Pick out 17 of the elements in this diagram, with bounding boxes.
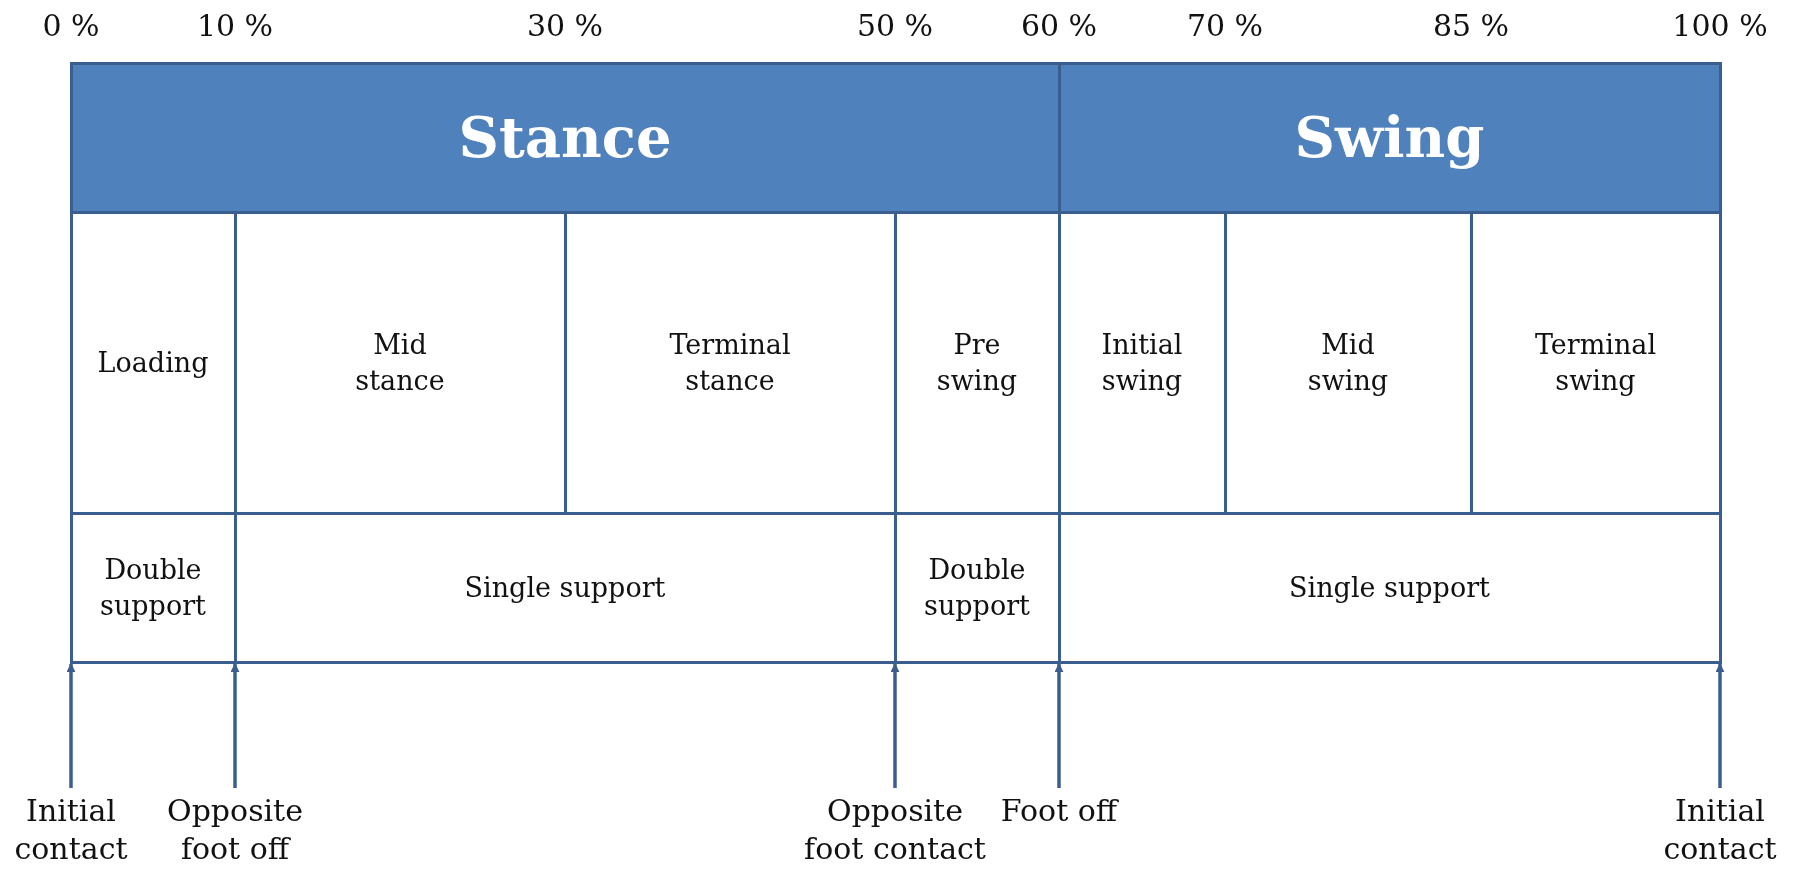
percent-label: 50 % bbox=[856, 8, 934, 43]
percent-label: 100 % bbox=[1672, 8, 1768, 43]
percent-label: 70 % bbox=[1186, 8, 1264, 43]
percent-label: 85 % bbox=[1432, 8, 1510, 43]
phase-band: Stance bbox=[69, 61, 1061, 214]
arrow bbox=[1054, 663, 1064, 788]
event-label: Initial contact bbox=[0, 792, 146, 867]
arrow bbox=[890, 663, 900, 788]
arrow bbox=[1715, 663, 1725, 788]
percent-label: 60 % bbox=[1020, 8, 1098, 43]
percent-label: 0 % bbox=[42, 8, 100, 43]
arrow bbox=[66, 663, 76, 788]
percent-label: 30 % bbox=[526, 8, 604, 43]
event-label: Opposite foot off bbox=[160, 792, 310, 867]
arrow bbox=[230, 663, 240, 788]
percent-label: 10 % bbox=[196, 8, 274, 43]
event-label: Initial contact bbox=[1645, 792, 1795, 867]
